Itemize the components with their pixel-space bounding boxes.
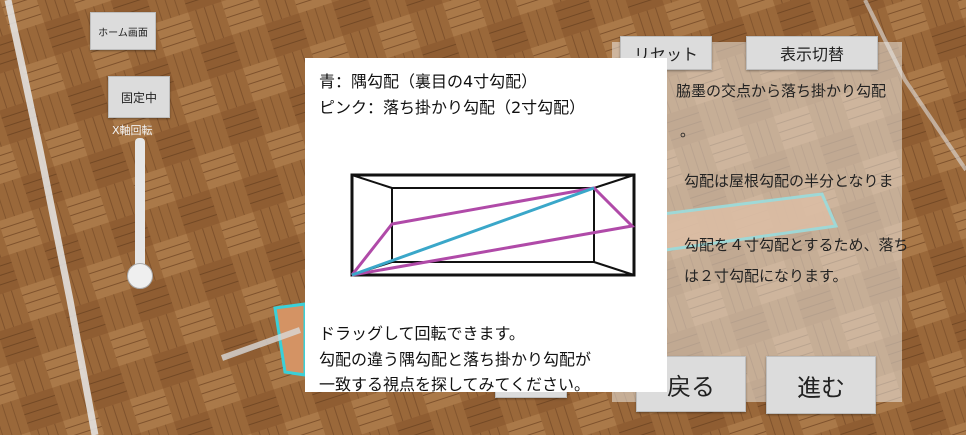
home-button[interactable]: ホーム画面 xyxy=(90,12,156,50)
explanation-line-5: は２寸勾配になります。 xyxy=(684,267,848,285)
instruction-line-1: ドラッグして回転できます。 xyxy=(319,324,525,343)
instruction-line-2: 勾配の違う隅勾配と落ち掛かり勾配が xyxy=(319,350,592,369)
legend-blue: 青：隅勾配（裏目の4寸勾配） xyxy=(319,72,538,91)
fixed-button[interactable]: 固定中 xyxy=(108,76,170,118)
instruction-line-3: 一致する視点を探してみてください。 xyxy=(319,375,591,394)
explanation-line-1: 脇墨の交点から落ち掛かり勾配 xyxy=(676,82,887,100)
next-button[interactable]: 進む xyxy=(766,356,876,414)
explanation-line-3: 勾配は屋根勾配の半分となりま xyxy=(684,172,894,190)
rotation-popup: 青：隅勾配（裏目の4寸勾配） ピンク：落ち掛かり勾配（2寸勾配） ドラッグして回… xyxy=(305,58,667,394)
toggle-display-button[interactable]: 表示切替 xyxy=(746,36,878,70)
x-axis-slider[interactable] xyxy=(135,138,145,276)
roof-slope-3d-view[interactable] xyxy=(345,168,645,282)
legend-pink: ピンク：落ち掛かり勾配（2寸勾配） xyxy=(319,98,586,117)
explanation-line-4: 勾配を４寸勾配とするため、落ち xyxy=(684,236,909,254)
x-axis-label: X軸回転 xyxy=(112,124,153,137)
slider-thumb[interactable] xyxy=(127,263,153,289)
box-outer xyxy=(350,173,636,277)
explanation-line-2: 。 xyxy=(680,122,696,140)
blue-slope-line xyxy=(351,186,595,277)
